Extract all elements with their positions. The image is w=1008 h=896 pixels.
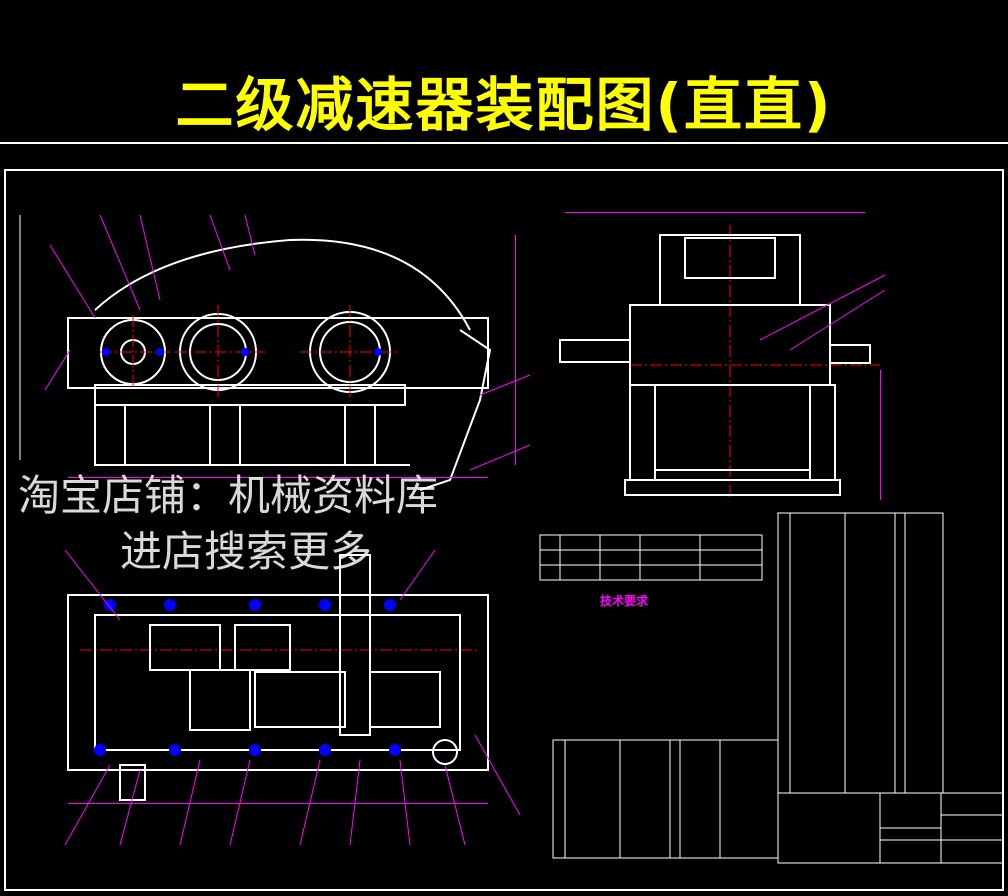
- drawing-frame: [4, 169, 1004, 891]
- side-view-leaders: [759, 274, 886, 351]
- centerlines: [80, 225, 880, 651]
- title-block: [777, 792, 1004, 864]
- parts-list-left: [552, 739, 779, 859]
- watermark-line-2: 进店搜索更多: [120, 527, 373, 576]
- plan-view-leaders: [64, 549, 521, 846]
- front-view: [67, 238, 492, 491]
- small-spec-table: [539, 534, 763, 581]
- parts-list-right: [777, 512, 944, 794]
- plan-view: [67, 554, 489, 801]
- drawing-title: 二级减速器装配图(直直): [175, 71, 833, 139]
- watermark-line-1: 淘宝店铺：机械资料库: [18, 471, 439, 520]
- dimension-lines: [68, 212, 881, 804]
- front-view-leaders: [19, 214, 531, 471]
- technical-requirements-heading: 技术要求: [600, 594, 649, 608]
- side-view: [559, 234, 871, 496]
- bolt-markers: [94, 348, 401, 756]
